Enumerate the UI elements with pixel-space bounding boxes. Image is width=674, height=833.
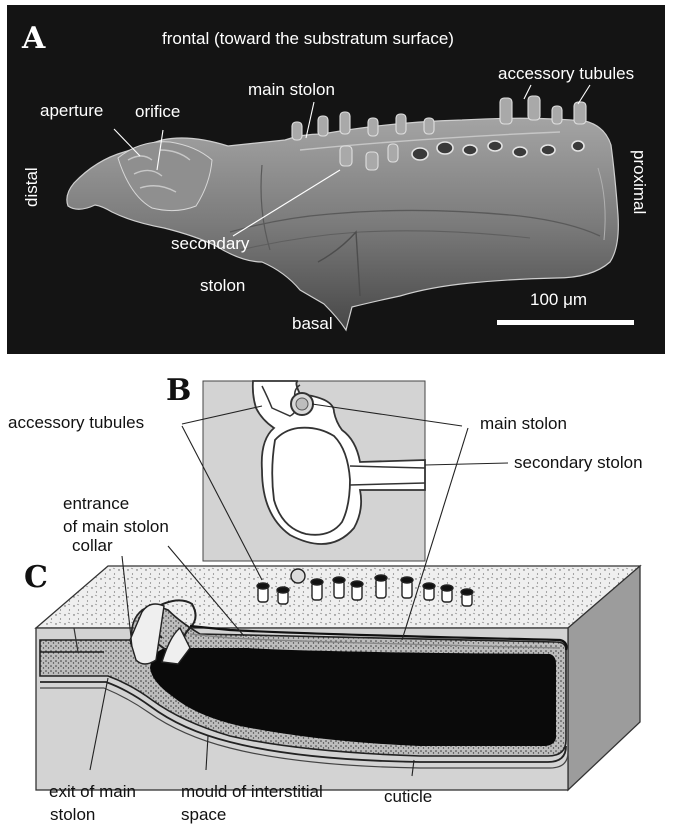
label-aperture: aperture <box>40 101 103 120</box>
label-orifice: orifice <box>135 102 180 121</box>
label-secondary-stolon-a-line1: secondary <box>171 234 250 253</box>
label-entrance-line2: of main stolon <box>63 517 169 536</box>
scale-bar <box>497 320 634 325</box>
label-mould-line2: space <box>181 805 226 824</box>
label-proximal: proximal <box>630 150 649 214</box>
leader-secondary-stolon-b <box>425 463 508 465</box>
label-exit-line1: exit of main <box>49 782 136 801</box>
label-scale: 100 μm <box>530 290 587 309</box>
label-secondary-stolon-b: secondary stolon <box>514 453 643 472</box>
label-mould-line1: mould of interstitial <box>181 782 323 801</box>
label-entrance-line1: entrance <box>63 494 129 513</box>
panel-b: B <box>166 373 425 561</box>
label-cuticle: cuticle <box>384 787 432 806</box>
label-main-stolon-a: main stolon <box>248 80 335 99</box>
label-secondary-stolon-a-line2: stolon <box>200 276 245 295</box>
label-distal: distal <box>22 167 41 207</box>
label-frontal: frontal (toward the substratum surface) <box>162 29 454 48</box>
label-accessory-tubules-a: accessory tubules <box>498 64 634 83</box>
panel-b-letter: B <box>166 373 191 408</box>
panel-a: A frontal (toward the substratum surface… <box>7 5 665 354</box>
label-basal: basal <box>292 314 333 333</box>
label-collar: collar <box>72 536 113 555</box>
label-exit-line2: stolon <box>50 805 95 824</box>
label-main-stolon-bc: main stolon <box>480 414 567 433</box>
panel-c-letter: C <box>24 560 48 595</box>
panel-a-letter: A <box>21 21 46 56</box>
b-inner-chamber <box>272 428 350 535</box>
panel-c: C <box>24 560 640 790</box>
label-accessory-tubules-bc: accessory tubules <box>8 413 144 432</box>
